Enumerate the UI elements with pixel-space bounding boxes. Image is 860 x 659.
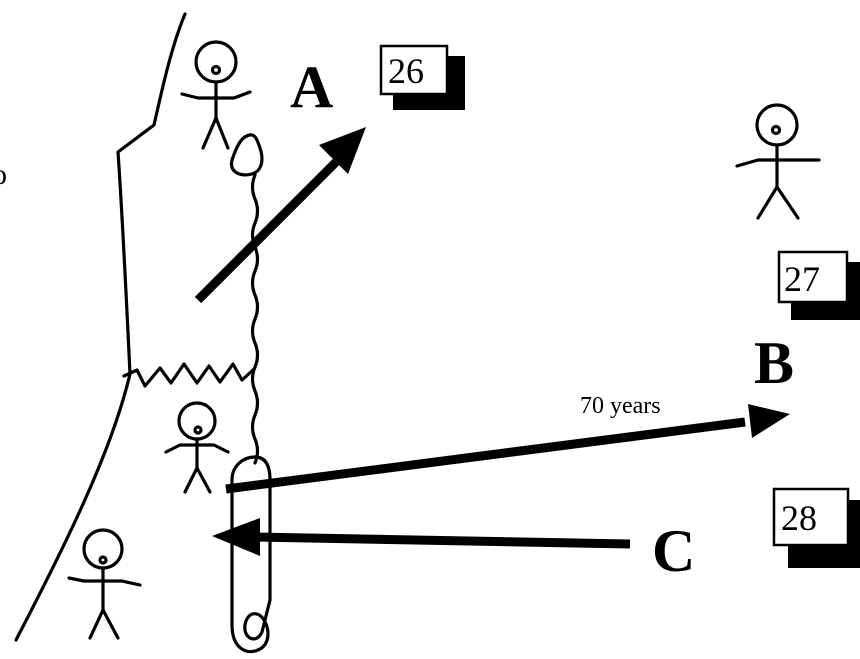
box-27-number: 27 <box>784 259 820 299</box>
box-26: 26 <box>379 44 465 110</box>
box-28: 28 <box>772 487 860 568</box>
jagged-edge <box>122 362 255 388</box>
top-blob <box>229 133 264 177</box>
edge-glyph: o <box>0 158 7 191</box>
box-28-number: 28 <box>781 498 817 538</box>
stick-figure-top-left <box>180 40 252 150</box>
label-b: B <box>754 330 794 396</box>
left-band-outline <box>14 12 187 642</box>
wavy-line <box>250 173 260 465</box>
label-a: A <box>290 54 333 120</box>
arrow-to-b <box>225 404 790 494</box>
arrow-b-label: 70 years <box>580 393 661 419</box>
arrow-from-c <box>212 518 631 556</box>
stick-figure-middle <box>164 401 230 494</box>
arrow-to-a <box>194 127 366 304</box>
box-27: 27 <box>777 250 860 320</box>
box-26-number: 26 <box>388 51 424 91</box>
stick-figure-right <box>735 103 821 220</box>
stick-figure-bottom-left <box>67 528 142 640</box>
label-c: C <box>652 518 695 584</box>
